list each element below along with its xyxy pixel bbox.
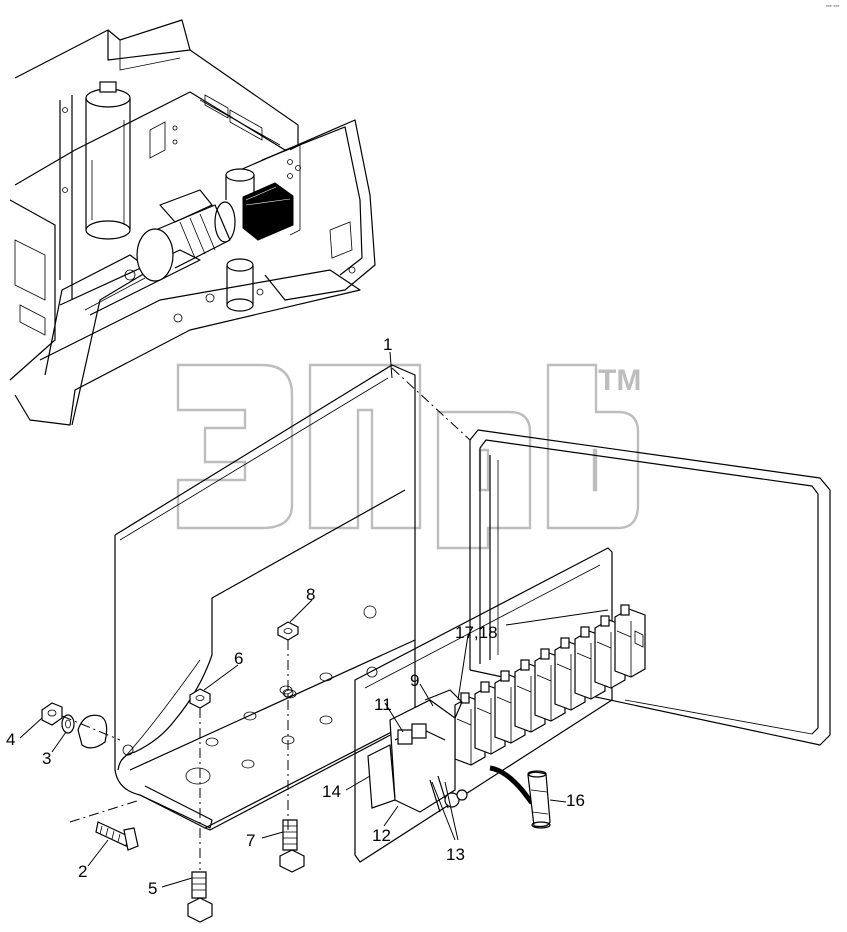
washer-3 [61, 714, 75, 734]
terminal-clamp [480, 681, 490, 693]
terminal-clamp [620, 604, 630, 616]
terminal-clamp [560, 637, 570, 649]
callout-13: 13 [446, 845, 465, 864]
terminal-clamp [540, 648, 550, 660]
callout-16: 16 [566, 791, 585, 810]
electric-motor [136, 189, 236, 282]
nut-4 [41, 702, 63, 726]
callout-3: 3 [42, 749, 51, 768]
cable-gland-5 [191, 871, 207, 899]
control-box-highlight [242, 182, 294, 241]
callout-14: 14 [322, 782, 341, 801]
cable-gland-7 [282, 819, 298, 851]
nut-6 [189, 688, 211, 709]
bolt-2 [95, 821, 129, 847]
machine-frame-assembly [9, 19, 376, 426]
frame-holes [62, 107, 356, 323]
callout-2: 2 [78, 862, 87, 881]
watermark-trademark: TM [598, 364, 641, 397]
terminal-block-detail [616, 621, 644, 677]
drawing-code: *** *** [826, 5, 839, 11]
terminal-clamp [580, 626, 590, 638]
terminal-clamp [460, 692, 470, 704]
callout-labels: 1 2 3 4 5 6 7 8 9 11 12 13 14 16 17,18 [6, 335, 585, 898]
terminal-clamp [600, 615, 610, 627]
terminal-block [614, 608, 646, 678]
callout-11: 11 [374, 695, 392, 714]
terminal-clamp [520, 659, 530, 671]
callout-9: 9 [410, 671, 419, 690]
callout-6: 6 [234, 649, 243, 668]
watermark-logo: TM [176, 363, 641, 550]
vertical-tank [85, 81, 131, 240]
callout-17-18: 17,18 [455, 623, 498, 642]
terminal-clamp [500, 670, 510, 682]
floor-mounting-holes [185, 672, 333, 785]
callout-5: 5 [148, 879, 157, 898]
circuit-breaker [367, 689, 468, 813]
callout-12: 12 [372, 826, 391, 845]
grommet [77, 714, 108, 749]
assembly-centerlines [61, 367, 471, 870]
callout-leaders [19, 351, 609, 888]
callout-8: 8 [306, 585, 315, 604]
callout-7: 7 [246, 831, 255, 850]
terminal-block-rail [454, 604, 646, 766]
electrical-enclosure [114, 364, 416, 831]
mounting-plate [354, 547, 613, 863]
hardware-parts [41, 621, 305, 923]
fuse-cartridge [489, 765, 551, 829]
callout-4: 4 [6, 730, 15, 749]
callout-1: 1 [383, 335, 392, 354]
nut-8 [277, 621, 299, 641]
